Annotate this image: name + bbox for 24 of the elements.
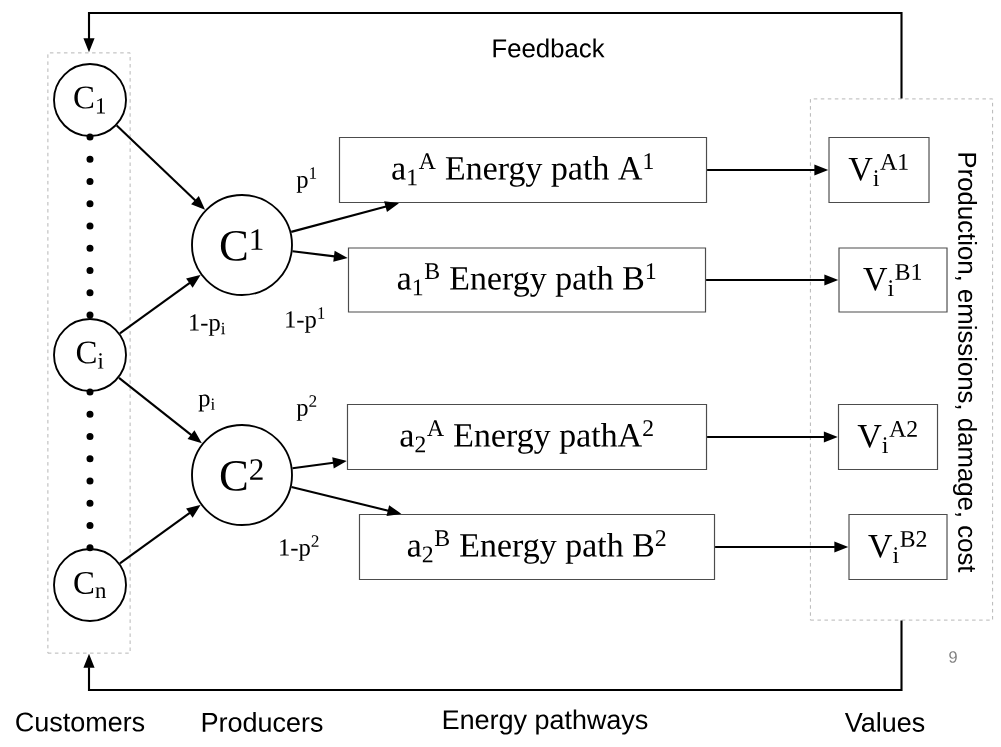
edge-label: 1-p$_{i}$ [190,314,226,336]
value-box: V$_{i}$B2 [848,513,948,581]
dashed-panel [47,52,131,654]
pathway-box: a$_{2}$$^{B}$ Energy path B$^{2}$ [358,513,716,581]
value-box: V$_{i}$B1 [838,247,948,313]
edge-label: 1-p$^{1}$ [286,307,325,333]
pathway-box: a$_{1}$$^{A}$ Energy path A$^{1}$ [338,136,708,204]
column-label: Producers [202,712,323,732]
feedback-arrow [83,11,903,99]
edge-label: 1-p$^{2}$ [280,535,319,561]
edge-label: p$^{2}$ [296,395,317,421]
column-label: Values [844,712,925,732]
page-number: 9 [949,651,957,663]
edge-label: p$_{i}$ [198,394,215,412]
value-box: V$_{i}$A1 [828,136,930,204]
edge-label: p$^{1}$ [296,167,317,193]
pathway-box: a$_{1}$$^{B}$ Energy path B$^{1}$ [347,247,707,313]
edge-label: Feedback [493,38,605,58]
dotted-line [86,388,94,552]
column-label: Energy pathways [443,709,648,735]
value-box: V$_{i}$A2 [837,403,939,471]
pathway-box: a$_{2}$$^{A}$ Energy pathA$^{2}$ [346,403,708,471]
column-label: Customers [16,712,145,732]
feedback-arrow [83,620,903,692]
